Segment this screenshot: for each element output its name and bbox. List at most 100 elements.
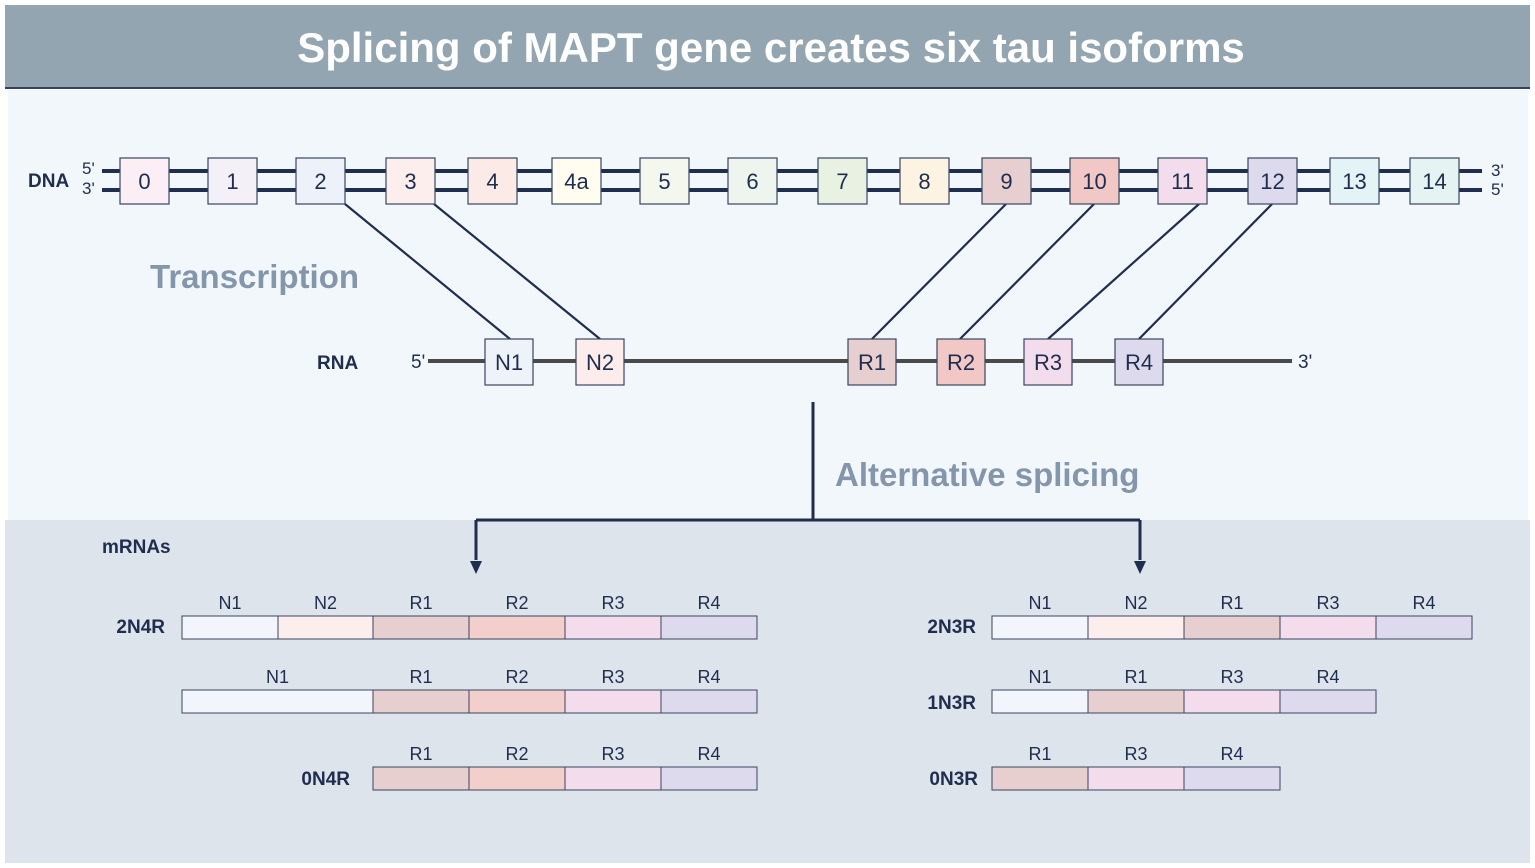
dna-right-bottom-end: 5' (1491, 180, 1504, 199)
isoform-segment-label: R4 (1412, 593, 1435, 613)
rna-exon: R1 (847, 338, 897, 386)
isoform-name: 1N3R (927, 693, 976, 714)
dna-exon: 6 (727, 157, 778, 205)
rna-exon-box (484, 338, 534, 386)
dna-exon: 5 (639, 157, 690, 205)
dna-exon-label: 12 (1260, 169, 1284, 194)
dna-exon: 7 (817, 157, 868, 205)
isoform-segment (372, 766, 470, 791)
dna-left-bottom-end: 3' (82, 179, 95, 198)
isoform-segment (991, 766, 1089, 791)
dna-exon: 2 (295, 157, 346, 205)
mrnas-heading: mRNAs (102, 537, 171, 558)
dna-exon-label: 9 (1000, 169, 1012, 194)
splicing-arrows (474, 402, 1142, 560)
isoform-segment-label: R3 (1316, 593, 1339, 613)
isoform-segment (660, 689, 758, 714)
isoform-segment-label: N1 (1028, 593, 1051, 613)
isoform-segment (181, 689, 374, 714)
isoform-segment (277, 615, 374, 640)
dna-exon-label: 6 (746, 169, 758, 194)
dna-exon: 8 (899, 157, 950, 205)
splice-connectors (344, 203, 1273, 340)
isoform-segment-label: R3 (601, 667, 624, 687)
splice-connector-line (871, 203, 1007, 340)
isoform-segment (1183, 615, 1281, 640)
arrowhead-left (470, 561, 482, 574)
isoform-segment (660, 615, 758, 640)
isoform-segment-label: R3 (1124, 744, 1147, 764)
rna-exon: N1 (484, 338, 534, 386)
dna-exon-box (899, 157, 950, 205)
dna-exon-label: 8 (918, 169, 930, 194)
isoform-segment (1087, 689, 1185, 714)
isoform-segment (468, 615, 566, 640)
dna-exon-label: 10 (1082, 169, 1106, 194)
dna-exon-box (727, 157, 778, 205)
dna-exon-box (817, 157, 868, 205)
rna-five-prime: 5' (411, 352, 425, 373)
dna-exon-label: 4a (564, 169, 589, 194)
dna-exon-label: 0 (138, 169, 150, 194)
dna-exon: 9 (981, 157, 1032, 205)
dna-exon: 12 (1247, 157, 1298, 205)
dna-exon: 1 (207, 157, 258, 205)
isoform-segment-label: R3 (601, 744, 624, 764)
rna-exon-box (847, 338, 897, 386)
isoform-segment-label: R2 (505, 667, 528, 687)
rna-exon: N2 (575, 338, 625, 386)
isoform-segment (991, 615, 1089, 640)
isoform-name: 0N4R (301, 769, 350, 790)
dna-exon-label: 2 (314, 169, 326, 194)
isoform-segment-label: N1 (1028, 667, 1051, 687)
dna-exon: 0 (119, 157, 170, 205)
isoform-segment (1375, 615, 1473, 640)
dna-exon-label: 13 (1342, 169, 1366, 194)
dna-exon-box (385, 157, 436, 205)
splice-connector-line (959, 203, 1095, 340)
isoform-segment-label: R3 (1220, 667, 1243, 687)
isoform-segment (1087, 615, 1185, 640)
isoform-list: 2N4RN1N2R1R2R3R41N4RN1R1R2R3R40N4RR1R2R3… (116, 593, 1473, 791)
rna-exon-box (1023, 338, 1073, 386)
diagram-title: Splicing of MAPT gene creates six tau is… (297, 24, 1245, 71)
isoform-segment-label: R4 (697, 593, 720, 613)
isoform-segment-label: R1 (409, 593, 432, 613)
dna-exon-label: 4 (486, 169, 498, 194)
isoform-segment-label: R1 (1124, 667, 1147, 687)
dna-exon-box (1329, 157, 1380, 205)
isoform-segment-label: R1 (1028, 744, 1051, 764)
dna-exon-box (1157, 157, 1208, 205)
isoform-segment-label: R4 (697, 667, 720, 687)
dna-left-top-end: 5' (82, 159, 95, 178)
dna-exon: 14 (1409, 157, 1460, 205)
dna-exon-label: 5 (658, 169, 670, 194)
isoform-segment (181, 615, 279, 640)
dna-exon-box (1409, 157, 1460, 205)
isoform-segment (468, 766, 566, 791)
dna-exon-label: 11 (1171, 169, 1194, 194)
isoform-name: 2N4R (116, 617, 165, 638)
dna-exon-box (1069, 157, 1120, 205)
arrowhead-right (1134, 561, 1146, 574)
rna-exon-box (1114, 338, 1164, 386)
isoform-segment-label: R3 (601, 593, 624, 613)
dna-exon-box (981, 157, 1032, 205)
isoform-segment (564, 615, 662, 640)
dna-exon: 13 (1329, 157, 1380, 205)
dna-exon-box (295, 157, 346, 205)
splice-connector-line (344, 203, 511, 340)
dna-exon-box (467, 157, 518, 205)
transcription-label: Transcription (150, 258, 359, 295)
isoform-segment-label: N2 (314, 593, 337, 613)
alternative-splicing-label: Alternative splicing (835, 456, 1139, 493)
dna-exon-label: 14 (1422, 169, 1446, 194)
isoform-segment-label: R2 (505, 744, 528, 764)
dna-exon-box (119, 157, 170, 205)
